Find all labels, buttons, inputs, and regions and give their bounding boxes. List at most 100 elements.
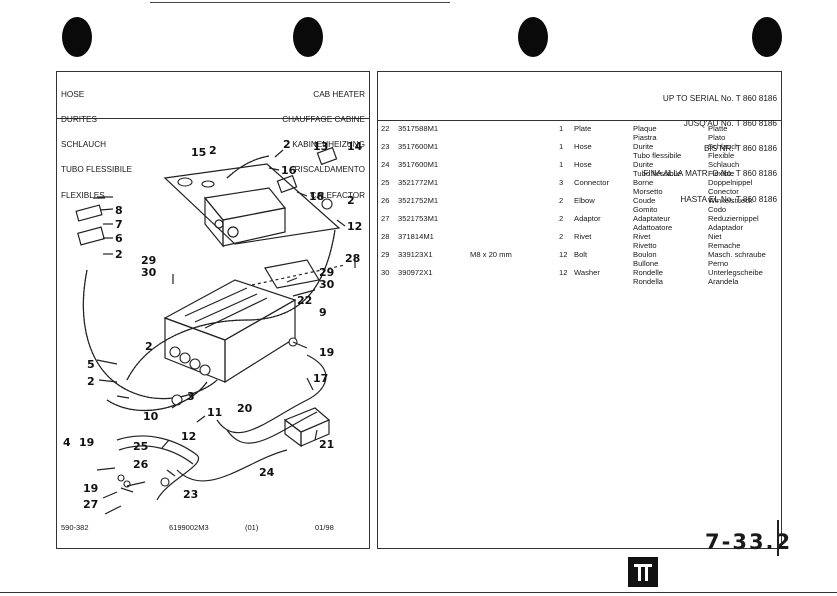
desc-german: Schlauch — [708, 160, 740, 169]
desc-french: Durite — [633, 160, 654, 169]
adaptor-fitting — [117, 474, 125, 482]
outlet-port — [189, 358, 201, 370]
quantity: 1 — [559, 142, 564, 151]
table-row: 30 390972X1 12 Washer Rondelle Rondella … — [378, 268, 781, 286]
callout-label: 4 — [63, 436, 71, 449]
serial-range-header: UP TO SERIAL No. T 860 8186 JUSQ'AU No. … — [378, 72, 781, 204]
ref-number: 26 — [381, 196, 390, 205]
vent-grille — [75, 204, 103, 222]
desc-italian: Rondella — [633, 277, 663, 286]
callout-label: 17 — [313, 372, 328, 385]
description: Elbow — [574, 196, 595, 205]
title-line: DURITES — [61, 115, 97, 125]
footer-code: 590-382 — [61, 523, 89, 532]
quantity: 1 — [559, 160, 564, 169]
callout-label: 20 — [237, 402, 253, 415]
main-air-hose — [82, 269, 218, 400]
plate-housing-front — [222, 207, 286, 247]
table-row: 29 339123X1 M8 x 20 mm 12 Bolt Boulon Bu… — [378, 250, 781, 268]
serial-range-text: UP TO SERIAL No. T 860 8186 JUSQ'AU No. … — [643, 78, 777, 221]
callout-label: 29 — [141, 254, 156, 267]
description: Connector — [574, 178, 610, 187]
ref-number: 23 — [381, 142, 390, 151]
section-title-header: HOSE DURITES SCHLAUCH TUBO FLESSIBILE FL… — [57, 72, 369, 200]
binder-hole — [62, 17, 92, 57]
heater-grille — [184, 287, 248, 317]
desc-italian: Tubo flessibile — [633, 169, 682, 178]
ref-number: 30 — [381, 268, 390, 277]
part-number: 3521753M1 — [398, 214, 439, 223]
heater-top-plate — [163, 163, 341, 245]
desc-spanish: Flexible — [708, 169, 735, 178]
desc-spanish: Perno — [708, 259, 729, 268]
callout-label: 12 — [181, 430, 196, 443]
hose-clamp — [321, 198, 333, 210]
desc-spanish: Codo — [708, 205, 727, 214]
desc-french: Plaque — [633, 124, 657, 133]
mounting-plate — [264, 259, 320, 289]
ref-number: 28 — [381, 232, 390, 241]
ref-number: 29 — [381, 250, 390, 259]
callout-label: 19 — [319, 346, 334, 359]
water-hose — [118, 445, 194, 465]
callout-label: 3 — [187, 390, 195, 403]
air-outlet — [276, 174, 298, 194]
air-hose-rib — [106, 381, 208, 412]
callout-label: 2 — [87, 375, 95, 388]
desc-german: Masch. schraube — [708, 250, 766, 259]
title-line: KABINENHEIZUNG — [292, 140, 365, 150]
desc-german: Niet — [708, 232, 722, 241]
desc-spanish: Arandela — [708, 277, 739, 286]
logo-mark-icon — [634, 564, 652, 581]
desc-german: Doppelnippel — [708, 178, 753, 187]
description: Rivet — [574, 232, 592, 241]
desc-french: Rivet — [633, 232, 651, 241]
desc-german: Schlauch — [708, 142, 740, 151]
exploded-parts-diagram: 8 7 6 2 15 2 2 16 13 14 18 2 12 29 30 28… — [63, 138, 363, 515]
quantity: 2 — [559, 214, 564, 223]
quantity: 1 — [559, 124, 564, 133]
outlet-port — [199, 364, 211, 376]
plate-vent — [227, 226, 239, 238]
desc-french: Adaptateur — [633, 214, 671, 223]
description: Hose — [574, 142, 592, 151]
water-valve — [283, 407, 331, 433]
title-line: RISCALDAMENTO — [294, 165, 365, 175]
description: Bolt — [574, 250, 588, 259]
desc-italian: Adattoatore — [633, 223, 673, 232]
callout-label: 15 — [191, 146, 206, 159]
desc-german: Unterlegscheibe — [708, 268, 763, 277]
table-row: 26 3521752M1 2 Elbow Coude Gomito Winkel… — [378, 196, 781, 214]
main-air-hose-rib — [82, 269, 218, 400]
part-number: 390972X1 — [398, 268, 433, 277]
guide-line — [251, 264, 346, 286]
binder-hole — [752, 17, 782, 57]
water-hose — [176, 449, 288, 482]
title-line: SCHLAUCH — [61, 140, 107, 150]
callout-label: 2 — [347, 194, 355, 207]
binder-hole — [293, 17, 323, 57]
quantity: 3 — [559, 178, 564, 187]
callout-label: 2 — [209, 144, 217, 157]
serial-line: UP TO SERIAL No. T 860 8186 — [662, 93, 777, 103]
desc-french: Borne — [633, 178, 654, 187]
water-valve-side — [284, 418, 302, 448]
desc-spanish: Conector — [708, 187, 739, 196]
callout-label: 29 — [319, 266, 334, 279]
ref-number: 27 — [381, 214, 390, 223]
callout-label: 24 — [259, 466, 275, 479]
desc-spanish: Adaptador — [708, 223, 744, 232]
table-row: 22 3517588M1 1 Plate Plaque Piastra Plat… — [378, 124, 781, 142]
part-number: 3517588M1 — [398, 124, 439, 133]
page-number: 7-33.2 — [705, 530, 793, 554]
desc-spanish: Flexible — [708, 151, 735, 160]
callout-label: 28 — [345, 252, 360, 265]
section-title-left: HOSE DURITES SCHLAUCH TUBO FLESSIBILE FL… — [61, 74, 132, 217]
desc-german: Platte — [708, 124, 728, 133]
ref-number: 22 — [381, 124, 390, 133]
footer-revision: (01) — [245, 523, 259, 532]
top-edge-line — [150, 2, 450, 3]
table-row: 25 3521772M1 3 Connector Borne Morsetto … — [378, 178, 781, 196]
callout-label: 11 — [207, 406, 222, 419]
part-number: 339123X1 — [398, 250, 433, 259]
